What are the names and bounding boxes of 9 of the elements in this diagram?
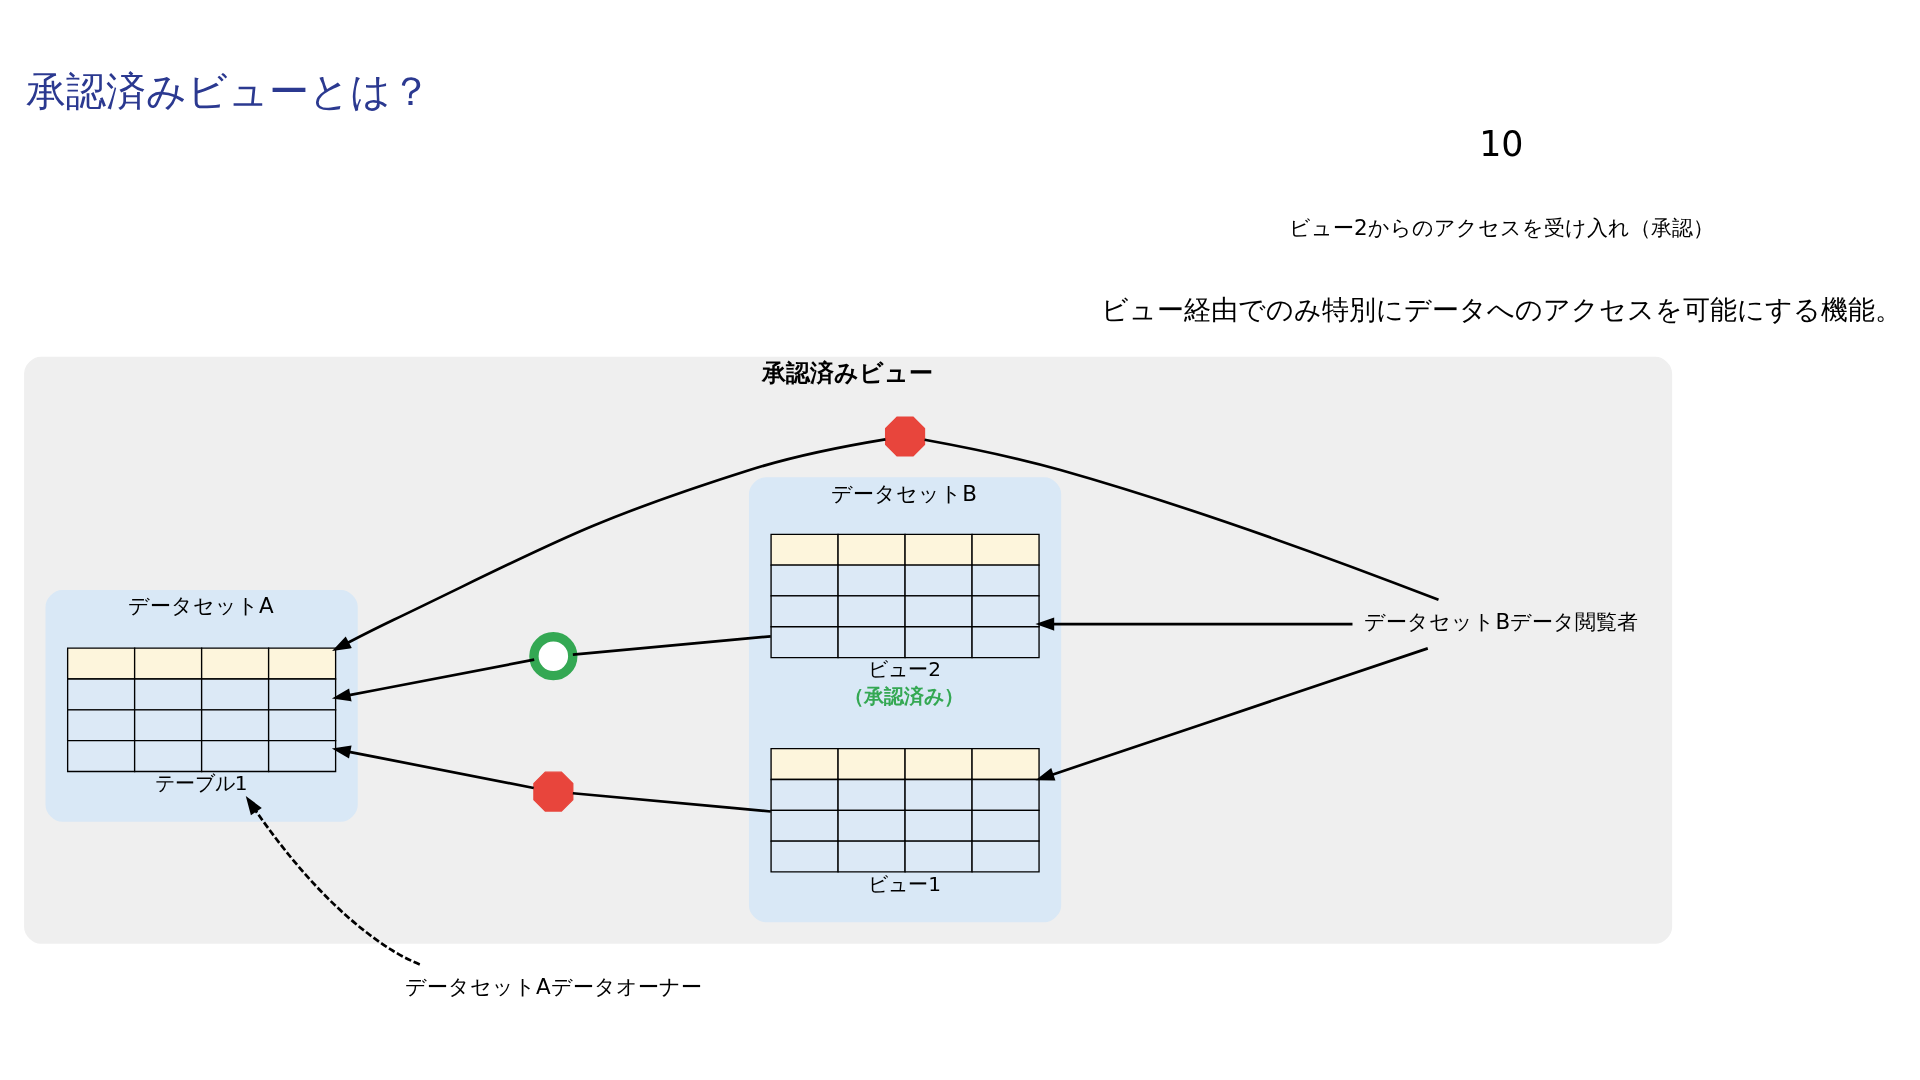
node-text: データセットBデータ閲覧者 [1364,609,1639,635]
node-text: データセットAデータオーナー [405,973,702,999]
node-text: テーブル1 [154,771,248,796]
label: ビュー経由でのみ特別にデータへのアクセスを可能にする機能。 [1100,293,1902,325]
node-text: ビュー1 [868,871,941,896]
label: ビュー2からのアクセスを受け入れ（承認） [1288,215,1714,241]
diagram-title: 承認済みビューとは？ [25,67,431,114]
label: 10 [1479,123,1524,164]
node-text: ビュー2 （承認済み） [844,657,965,709]
